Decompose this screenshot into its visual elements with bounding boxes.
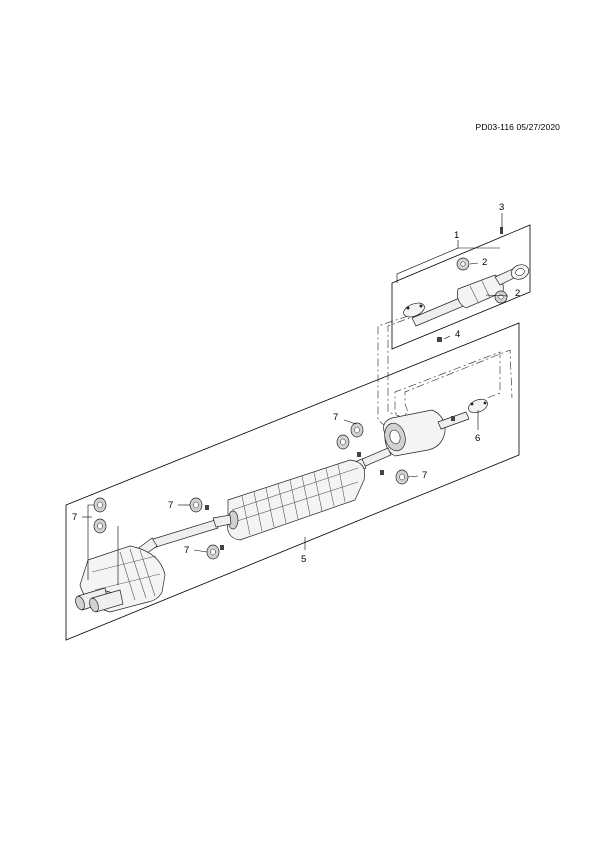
connection-guide-line-2 bbox=[387, 313, 513, 418]
hanger-rear-bottom bbox=[93, 518, 107, 534]
hanger-upper-center bbox=[350, 422, 364, 438]
hanger-center-muffler-bottom bbox=[206, 544, 220, 560]
callout-7-center-muffler-top: 7 bbox=[168, 500, 173, 511]
callout-7-center: 7 bbox=[333, 412, 338, 423]
hanger-center-muffler-front bbox=[189, 497, 203, 513]
rear-muffler bbox=[75, 545, 166, 613]
front-flange-part-6 bbox=[451, 398, 488, 421]
callout-6: 6 bbox=[475, 433, 480, 444]
callout-7-right: 7 bbox=[422, 470, 427, 481]
front-pipe-assembly-panel bbox=[391, 224, 531, 350]
upper-bolt bbox=[500, 227, 503, 234]
center-muffler bbox=[227, 459, 366, 541]
callout-2-upper: 2 bbox=[482, 257, 487, 268]
catalytic-converter bbox=[457, 264, 530, 309]
rear-exhaust-assembly-panel bbox=[65, 322, 520, 641]
connection-guide-line bbox=[377, 315, 501, 431]
callout-3: 3 bbox=[499, 202, 504, 213]
leader-lines bbox=[82, 213, 509, 585]
drawing-reference-code: PD03-116 05/27/2020 bbox=[475, 122, 560, 132]
callout-7-rear: 7 bbox=[72, 512, 77, 523]
gasket-part-4 bbox=[437, 337, 442, 342]
upper-nut-b bbox=[494, 290, 508, 304]
callout-7-center-muffler-bottom: 7 bbox=[184, 545, 189, 556]
upper-nut-a bbox=[456, 257, 470, 271]
callout-2-lower: 2 bbox=[515, 288, 520, 299]
front-pipe bbox=[403, 296, 467, 327]
callout-5: 5 bbox=[301, 554, 306, 565]
hanger-right bbox=[395, 469, 409, 485]
hanger-rear-top bbox=[93, 497, 107, 513]
hanger-mid-center bbox=[336, 434, 350, 450]
callout-4: 4 bbox=[455, 329, 460, 340]
front-muffler bbox=[383, 409, 470, 457]
callout-1: 1 bbox=[454, 230, 459, 241]
